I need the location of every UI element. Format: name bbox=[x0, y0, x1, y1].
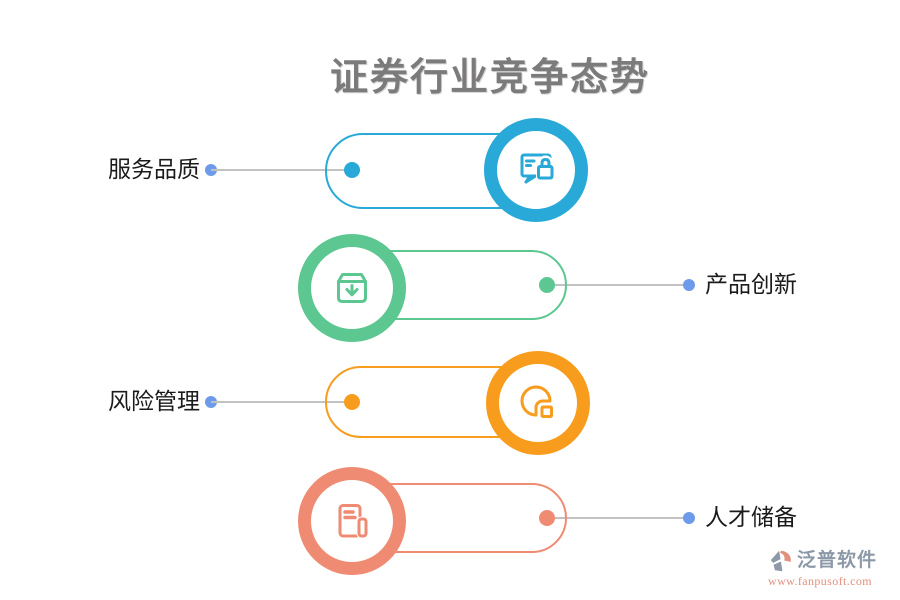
capsule-dot bbox=[539, 510, 555, 526]
capsule-dot bbox=[539, 277, 555, 293]
watermark-url: www.fanpusoft.com bbox=[768, 574, 873, 588]
watermark-name: 泛普软件 bbox=[797, 550, 878, 571]
connector-line bbox=[547, 517, 689, 519]
item-label-talent-reserve: 人才储备 bbox=[705, 505, 797, 530]
item-label-risk-management: 风险管理 bbox=[108, 389, 200, 414]
page-title: 证券行业竞争态势 bbox=[329, 57, 650, 99]
label-dot bbox=[683, 512, 695, 524]
connector-line bbox=[211, 401, 352, 403]
item-label-product-innovation: 产品创新 bbox=[705, 272, 797, 297]
connector-line bbox=[211, 169, 352, 171]
connector-line bbox=[547, 284, 689, 286]
label-dot bbox=[683, 279, 695, 291]
item-label-service-quality: 服务品质 bbox=[108, 157, 200, 182]
capsule-dot bbox=[344, 394, 360, 410]
fanpu-logo-icon bbox=[768, 548, 794, 574]
chat-lock-icon bbox=[484, 118, 588, 222]
pie-chart-icon bbox=[486, 351, 590, 455]
capsule-dot bbox=[344, 162, 360, 178]
watermark: 泛普软件 www.fanpusoft.com bbox=[768, 548, 896, 588]
box-download-icon bbox=[298, 234, 406, 342]
document-icon bbox=[298, 467, 406, 575]
